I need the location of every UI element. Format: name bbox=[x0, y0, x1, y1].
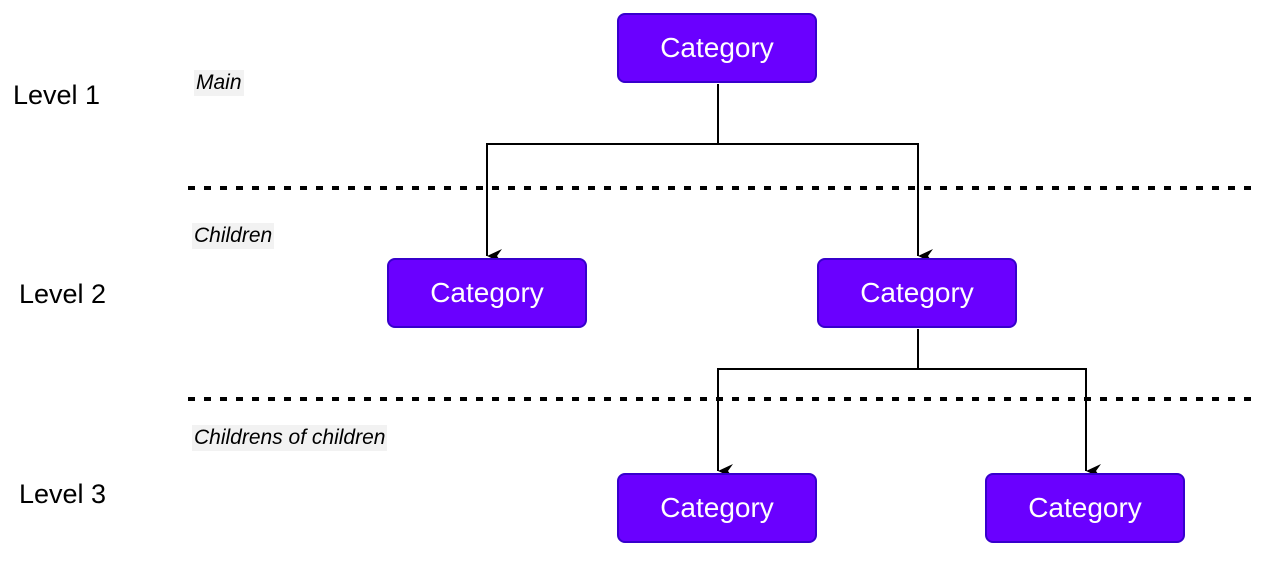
grandchildren-tag: Childrens of children bbox=[192, 425, 388, 451]
level-1-label: Level 1 bbox=[13, 80, 101, 110]
connector-to-child-right bbox=[718, 143, 933, 263]
connector-to-grandchild-left bbox=[717, 368, 918, 478]
level-2-label: Level 2 bbox=[19, 279, 107, 309]
level-3-label: Level 3 bbox=[19, 479, 107, 509]
main-tag: Main bbox=[194, 70, 244, 96]
category-node-child-left[interactable]: Category bbox=[387, 258, 587, 328]
children-tag: Children bbox=[192, 223, 275, 249]
category-node-child-right[interactable]: Category bbox=[817, 258, 1017, 328]
category-node-root[interactable]: Category bbox=[617, 13, 817, 83]
category-node-grandchild-left[interactable]: Category bbox=[617, 473, 817, 543]
category-node-grandchild-right[interactable]: Category bbox=[985, 473, 1185, 543]
connector-to-grandchild-right bbox=[918, 368, 1101, 478]
connector-to-child-left bbox=[486, 143, 718, 263]
